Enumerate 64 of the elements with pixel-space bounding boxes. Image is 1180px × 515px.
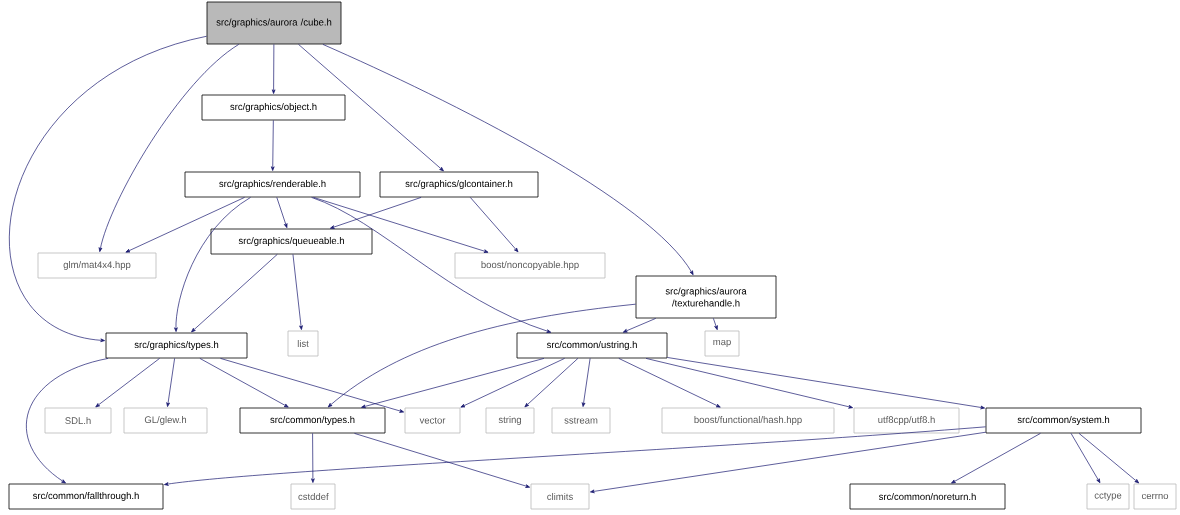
arrow <box>270 120 275 171</box>
arrow <box>9 35 207 343</box>
arrow <box>618 358 721 408</box>
file-box: cerrno <box>1133 483 1177 510</box>
arrow <box>322 44 694 276</box>
file-box: glm/mat4x4.hpp <box>37 252 157 279</box>
file-box: SDL.h <box>44 407 112 434</box>
arrow <box>191 254 278 333</box>
file-box: src/graphics/glcontainer.h <box>379 171 539 198</box>
file-box: src/common/types.h <box>239 407 386 434</box>
arrow <box>174 197 251 332</box>
arrow <box>164 426 986 486</box>
arrow <box>581 358 591 407</box>
arrow <box>469 197 519 253</box>
arrow <box>125 197 245 253</box>
arrow <box>460 358 565 408</box>
file-box: climits <box>530 483 590 510</box>
arrow <box>95 358 160 408</box>
file-box: map <box>704 330 740 357</box>
file-box: boost/noncopyable.hpp <box>454 252 606 279</box>
file-box: sstream <box>551 407 611 434</box>
file-box: vector <box>404 407 461 434</box>
file-box: src/graphics/renderable.h <box>184 171 361 198</box>
arrow <box>199 358 289 408</box>
file-box: src/graphics/aurora /texturehandle.h <box>635 275 777 319</box>
arrow <box>951 433 1041 484</box>
arrow <box>590 431 986 494</box>
arrow <box>645 358 853 409</box>
arrow <box>329 197 422 229</box>
arrow <box>166 358 175 407</box>
arrow <box>98 44 240 252</box>
file-box: boost/functional/hash.hpp <box>661 407 835 434</box>
file-box: GL/glew.h <box>123 407 208 434</box>
arrow <box>292 254 303 330</box>
file-box: src/common/system.h <box>985 407 1142 434</box>
arrow <box>26 358 109 484</box>
arrow <box>713 318 718 330</box>
file-box: src/graphics/types.h <box>105 332 248 359</box>
file-box: cctype <box>1086 483 1130 510</box>
file-box: src/common/ustring.h <box>516 332 668 359</box>
file-box: src/graphics/aurora /cube.h <box>206 1 342 45</box>
arrow <box>311 197 552 333</box>
file-box: src/common/fallthrough.h <box>8 483 164 510</box>
arrow <box>327 303 636 408</box>
arrow <box>354 433 530 488</box>
file-box: string <box>485 407 535 434</box>
file-box: src/graphics/queueable.h <box>210 228 373 255</box>
file-box: list <box>287 330 319 357</box>
arrow <box>524 358 579 408</box>
arrow <box>298 44 444 172</box>
arrow <box>220 358 404 413</box>
file-box: utf8cpp/utf8.h <box>853 407 960 434</box>
arrow <box>622 318 657 333</box>
arrow <box>276 197 288 228</box>
file-box: src/common/noreturn.h <box>849 483 1006 510</box>
arrow <box>271 44 276 94</box>
file-box: src/graphics/object.h <box>201 94 346 121</box>
arrow <box>361 358 545 409</box>
arrow <box>1078 433 1140 484</box>
arrow <box>1070 433 1101 484</box>
file-box: cstddef <box>290 483 336 510</box>
arrow <box>311 433 315 483</box>
arrow <box>667 357 985 410</box>
arrow <box>313 197 489 253</box>
